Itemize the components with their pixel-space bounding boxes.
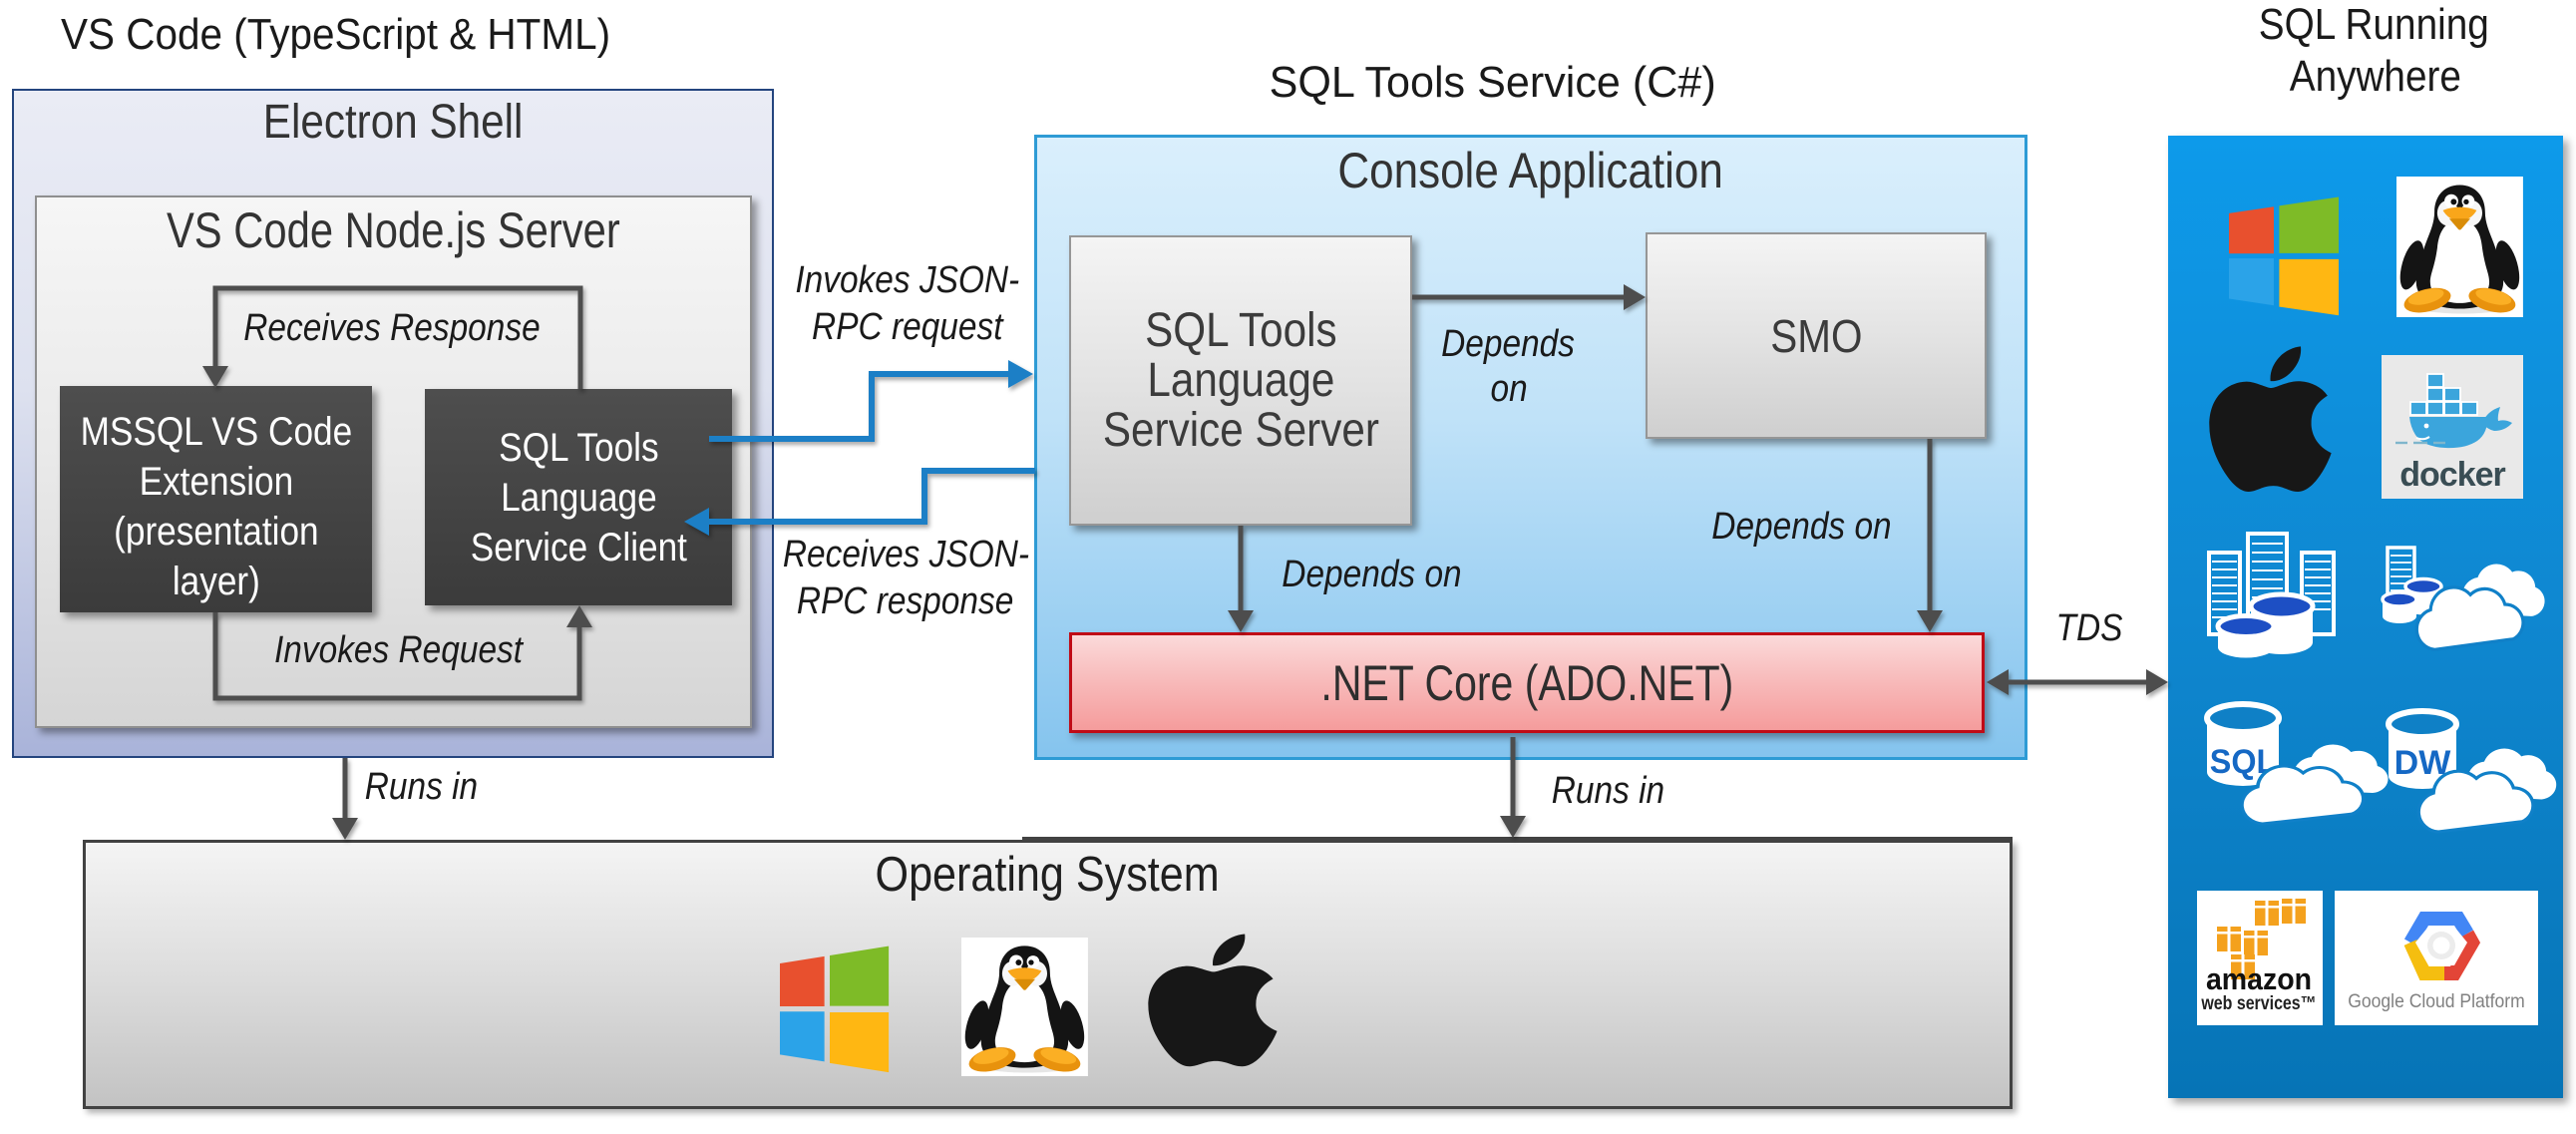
svg-text:Google Cloud Platform: Google Cloud Platform [2348, 989, 2525, 1011]
svg-text:docker: docker [2399, 456, 2505, 494]
svg-text:amazon: amazon [2206, 962, 2312, 996]
svg-text:web services™: web services™ [2200, 992, 2316, 1014]
